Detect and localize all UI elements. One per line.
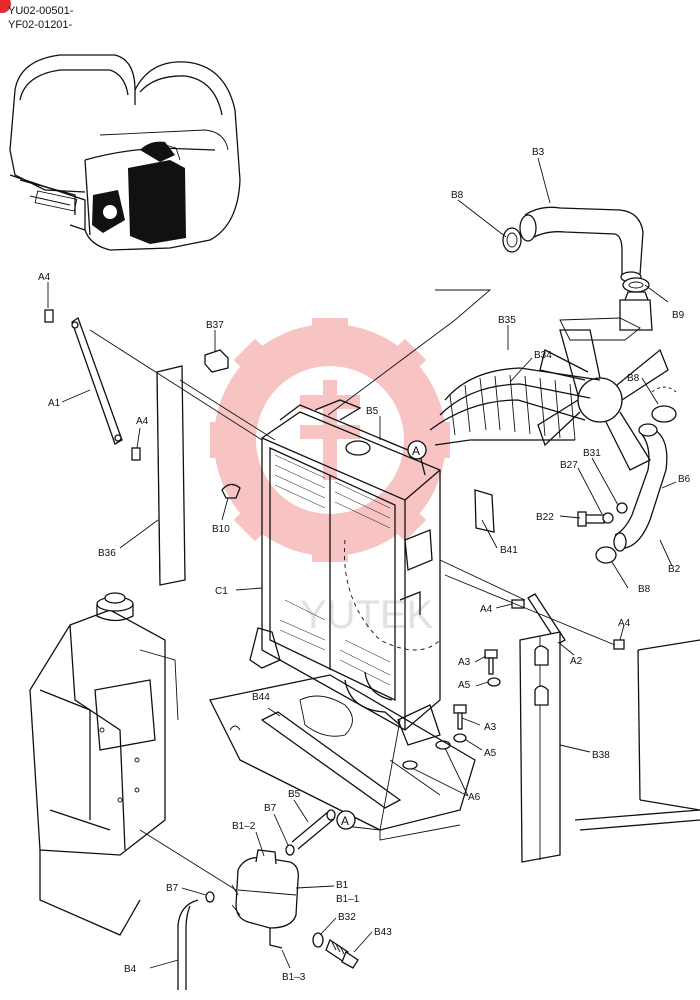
left-frame-structure <box>29 609 179 936</box>
base-plate <box>209 674 476 841</box>
washer-b27 <box>602 512 614 524</box>
label-b7-lower: B7 <box>166 883 179 894</box>
cooling-fan <box>537 317 669 471</box>
washer-b32 <box>312 932 324 948</box>
bolt-a4-middle <box>131 447 141 461</box>
label-a1: A1 <box>48 398 61 409</box>
label-b43: B43 <box>374 927 392 938</box>
hose-clamp-b8-top <box>502 227 522 253</box>
reference-circle-a-upper: A <box>407 440 427 460</box>
bolt-a4-upper <box>44 309 54 323</box>
label-b27: B27 <box>560 460 578 471</box>
mount-a6-2 <box>402 760 418 770</box>
reference-circle-a-lower: A <box>336 810 356 830</box>
machine-inset-view <box>9 54 241 251</box>
label-b5-lower: B5 <box>288 789 301 800</box>
hose-b5 <box>291 809 336 850</box>
seal-strip-b36 <box>156 365 186 586</box>
label-b9: B9 <box>672 310 685 321</box>
label-b41: B41 <box>500 545 518 556</box>
svg-text:A: A <box>412 444 420 458</box>
label-a4-right2: A4 <box>618 618 631 629</box>
label-b1-1: B1–1 <box>336 894 360 905</box>
label-b37: B37 <box>206 320 224 331</box>
mount-a6-1 <box>435 740 451 750</box>
label-b32: B32 <box>338 912 356 923</box>
bolt-a3-lower <box>453 704 467 730</box>
label-b1: B1 <box>336 880 349 891</box>
label-b4: B4 <box>124 964 137 975</box>
label-b7-upper: B7 <box>264 803 277 814</box>
bolt-a4-right2 <box>613 639 625 650</box>
hose-clamp-b8-lower <box>595 546 617 564</box>
bolt-b43 <box>325 939 359 969</box>
label-b31: B31 <box>583 448 601 459</box>
lower-radiator-hose <box>613 423 668 552</box>
label-b34: B34 <box>534 350 552 361</box>
label-b8-top: B8 <box>451 190 464 201</box>
engine-housing <box>637 639 700 811</box>
stay-a2 <box>527 593 566 645</box>
bolt-a3-upper <box>484 649 498 675</box>
watermark-text: YUTEK <box>300 593 434 637</box>
label-a4-top: A4 <box>38 272 51 283</box>
label-b44: B44 <box>252 692 270 703</box>
leader-lines <box>47 157 677 969</box>
label-a4-right1: A4 <box>480 604 493 615</box>
part-labels: B3 B8 B9 A4 B37 B35 B34 B8 A1 A4 B5 B31 … <box>38 147 691 983</box>
reserve-tank-b1 <box>231 849 299 949</box>
label-a4-mid: A4 <box>136 416 149 427</box>
label-a5-upper: A5 <box>458 680 471 691</box>
label-b6: B6 <box>678 474 691 485</box>
clamp-b7-lower <box>205 891 215 903</box>
label-a2: A2 <box>570 656 583 667</box>
nut-b31 <box>616 502 628 514</box>
bolt-b22 <box>577 511 605 527</box>
label-b2: B2 <box>668 564 681 575</box>
washer-a5-upper <box>487 677 501 687</box>
thermostat-housing <box>619 291 653 331</box>
label-a5-lower: A5 <box>484 748 497 759</box>
label-b5-top: B5 <box>366 406 379 417</box>
label-a3-lower: A3 <box>484 722 497 733</box>
radiator-c1 <box>249 399 441 746</box>
label-a6: A6 <box>468 792 481 803</box>
label-b22: B22 <box>536 512 554 523</box>
label-a3-upper: A3 <box>458 657 471 668</box>
label-b38: B38 <box>592 750 610 761</box>
label-b35: B35 <box>498 315 516 326</box>
serial-code-1: YU02-00501- <box>8 5 74 17</box>
label-c1: C1 <box>215 586 228 597</box>
serial-code-2: YF02-01201- <box>8 19 73 31</box>
fan-shroud-b34 <box>429 367 601 446</box>
washer-a5-lower <box>453 733 467 743</box>
label-b8-lower: B8 <box>638 584 651 595</box>
corner-badge-icon <box>0 0 11 13</box>
label-b3: B3 <box>532 147 545 158</box>
label-b10: B10 <box>212 524 230 535</box>
rubber-mount-b37 <box>204 349 229 373</box>
cover-b44 <box>260 711 402 809</box>
label-b36: B36 <box>98 548 116 559</box>
clamp-b7-upper <box>285 844 295 856</box>
label-b8-right: B8 <box>627 373 640 384</box>
clip-b10 <box>221 483 241 499</box>
hose-clamp-b8-right <box>651 386 677 423</box>
filler-cap-left <box>96 592 134 622</box>
bracket-b41 <box>474 489 495 533</box>
label-b1-2: B1–2 <box>232 821 256 832</box>
svg-text:A: A <box>341 814 349 828</box>
overflow-hose-b4 <box>177 899 199 990</box>
label-b1-3: B1–3 <box>282 972 306 983</box>
upper-radiator-hose <box>519 206 644 283</box>
stay-a1 <box>71 316 123 445</box>
